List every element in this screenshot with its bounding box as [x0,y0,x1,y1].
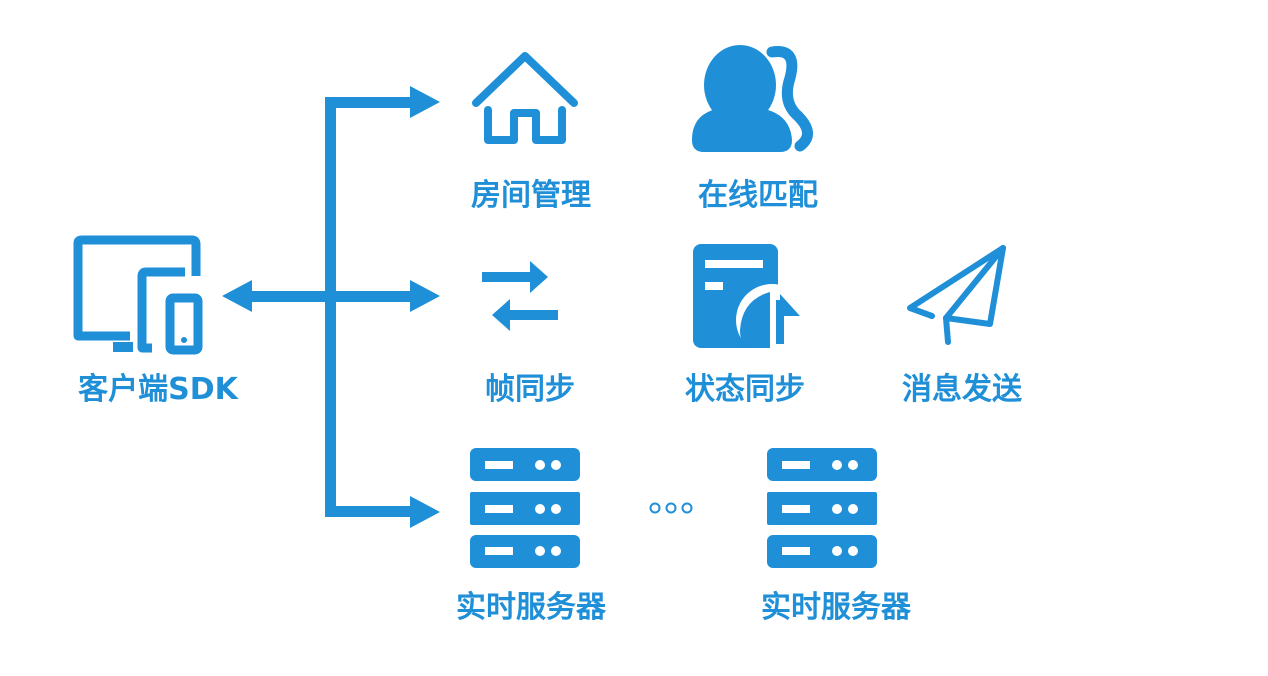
ellipsis-icon [649,502,693,514]
arrow-right-middle [410,280,440,312]
realtime-server-label-2: 实时服务器 [761,590,911,625]
message-send-label: 消息发送 [902,372,1022,407]
state-sync-label: 状态同步 [685,372,805,407]
paper-plane-icon [907,245,1006,345]
online-matching-label: 在线匹配 [698,178,818,213]
users-icon [692,45,813,152]
swap-arrows-icon [482,261,558,331]
branch-middle [248,291,413,302]
state-sync-icon [693,244,808,356]
devices-icon [73,235,203,355]
branch-bottom [325,506,413,517]
vertical-trunk [325,97,336,517]
arrow-right-top [410,86,440,118]
arrow-right-bottom [410,496,440,528]
server-icon [470,448,580,568]
arrow-left-client [222,280,252,312]
house-icon [472,52,578,144]
server-icon [767,448,877,568]
room-management-label: 房间管理 [471,178,591,213]
realtime-server-label-1: 实时服务器 [456,590,606,625]
connector-lines [222,86,440,528]
client-sdk-label: 客户端SDK [78,372,238,407]
branch-top [325,97,413,108]
frame-sync-label: 帧同步 [485,372,575,407]
